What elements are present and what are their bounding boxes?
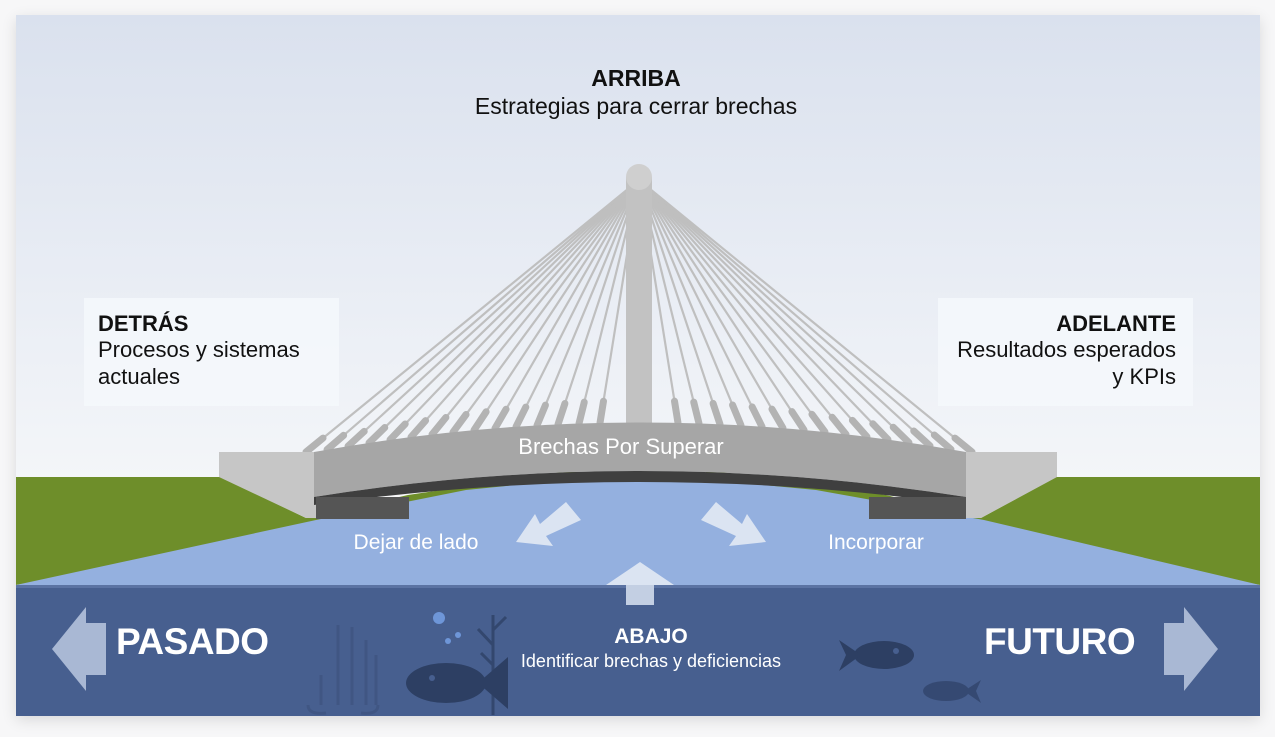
futuro-label: FUTURO xyxy=(984,621,1136,662)
cable-anchor xyxy=(690,398,703,427)
abutment-right xyxy=(964,452,1057,518)
arriba-label: ARRIBA Estrategias para cerrar brechas xyxy=(456,65,816,120)
fish-icon xyxy=(406,657,508,709)
cable-anchor xyxy=(302,434,327,456)
incorporar-label: Incorporar xyxy=(828,531,924,554)
pier-right xyxy=(869,497,966,519)
adelante-label: ADELANTE Resultados esperados y KPIs xyxy=(956,311,1176,390)
bridge-cable xyxy=(326,179,640,451)
cable-anchor xyxy=(951,434,976,456)
cable-anchor xyxy=(365,424,389,447)
arrow-up-stem xyxy=(626,585,654,605)
detras-label: DETRÁS Procesos y sistemas actuales xyxy=(98,311,338,390)
arrow-down-left-icon xyxy=(516,502,581,546)
dejar-de-lado-label: Dejar de lado xyxy=(353,531,479,554)
bridge-diagram: ARRIBA Estrategias para cerrar brechas D… xyxy=(16,15,1260,716)
bridge-cable xyxy=(638,179,763,428)
cable-anchor xyxy=(748,403,766,431)
adelante-panel xyxy=(938,298,1193,406)
cable-anchor xyxy=(533,401,549,429)
cable-anchor xyxy=(848,416,871,441)
cable-anchor xyxy=(889,423,913,447)
bridge-cable xyxy=(638,179,973,453)
bridge-cable xyxy=(638,179,952,451)
bridge-cable xyxy=(431,179,640,436)
bridge-cable xyxy=(347,179,640,447)
bridge-cable xyxy=(410,179,640,438)
bridge-cable xyxy=(638,179,931,447)
pasado-label: PASADO xyxy=(116,621,269,662)
cable-anchor xyxy=(930,431,955,453)
seaweed-icon xyxy=(306,625,380,715)
adelante-text: Resultados esperados y KPIs xyxy=(957,337,1176,389)
bridge-cable xyxy=(638,179,868,438)
cable-anchor xyxy=(828,413,850,438)
bridge-cable xyxy=(638,179,805,431)
abajo-title: ABAJO xyxy=(614,625,688,648)
tower-top xyxy=(626,164,652,190)
bridge-cable xyxy=(638,179,826,433)
bridge-cable xyxy=(638,179,910,444)
bridge-cable xyxy=(368,179,640,444)
bridge-cable xyxy=(494,179,640,429)
bridge-cable xyxy=(535,179,641,426)
bridge-tower xyxy=(626,177,652,437)
arrow-down-right-icon xyxy=(701,502,766,546)
detras-panel xyxy=(84,298,339,406)
cable-anchor xyxy=(575,398,588,428)
cable-anchor xyxy=(671,397,682,427)
bridge-cable xyxy=(556,179,641,425)
bridge-cable xyxy=(473,179,640,431)
cable-anchor xyxy=(344,427,368,450)
cable-anchor xyxy=(386,420,409,444)
adelante-title: ADELANTE xyxy=(1056,311,1176,336)
arrow-right-icon xyxy=(1164,607,1218,691)
pier-left xyxy=(316,497,409,519)
bridge-cable xyxy=(452,179,640,433)
deep-water xyxy=(16,585,1260,716)
bridge-label: Brechas Por Superar xyxy=(518,434,724,459)
fish-icon xyxy=(923,680,981,703)
cable-anchor xyxy=(428,413,450,439)
cable-anchor xyxy=(470,408,490,434)
cable-anchor xyxy=(323,431,348,454)
bridge-cables xyxy=(302,179,976,456)
arrow-left-icon xyxy=(52,607,106,691)
bridge-cable xyxy=(637,179,743,426)
cable-anchor xyxy=(449,411,470,436)
abajo-text: Identificar brechas y deficiencias xyxy=(520,651,782,672)
bridge-cable xyxy=(389,179,640,441)
abutment-left xyxy=(219,452,316,518)
deck-shadow xyxy=(314,471,966,505)
detras-text: Procesos y sistemas actuales xyxy=(98,337,300,389)
cable-anchor xyxy=(729,401,745,429)
cable-anchor xyxy=(554,399,569,428)
detras-title: DETRÁS xyxy=(98,311,189,336)
bridge-cable xyxy=(637,179,722,425)
bridge-cable xyxy=(638,179,889,441)
arrow-up-icon xyxy=(606,562,674,605)
cable-anchor xyxy=(491,405,510,432)
bubble-icon xyxy=(433,612,445,624)
abajo-label: ABAJO Identificar brechas y deficiencias xyxy=(516,624,786,673)
arriba-text: Estrategias para cerrar brechas xyxy=(474,92,798,119)
bridge-cable xyxy=(515,179,640,428)
bridge-cable xyxy=(638,179,847,435)
cable-anchor xyxy=(512,403,530,431)
cable-anchor xyxy=(788,408,808,434)
bridge-cable xyxy=(305,179,640,453)
cable-anchor xyxy=(407,417,430,441)
river xyxy=(16,473,1260,600)
fish-icon xyxy=(839,640,914,671)
cable-anchor xyxy=(709,399,724,428)
cable-anchor xyxy=(596,397,607,427)
bridge-cable xyxy=(638,179,784,429)
cable-anchor xyxy=(808,410,829,436)
cable-anchor xyxy=(869,420,892,444)
arriba-title: ARRIBA xyxy=(591,65,681,91)
scene-illustration xyxy=(16,15,1260,716)
cable-anchor xyxy=(768,405,787,432)
cable-anchor xyxy=(910,427,934,450)
bridge-deck xyxy=(314,422,966,497)
